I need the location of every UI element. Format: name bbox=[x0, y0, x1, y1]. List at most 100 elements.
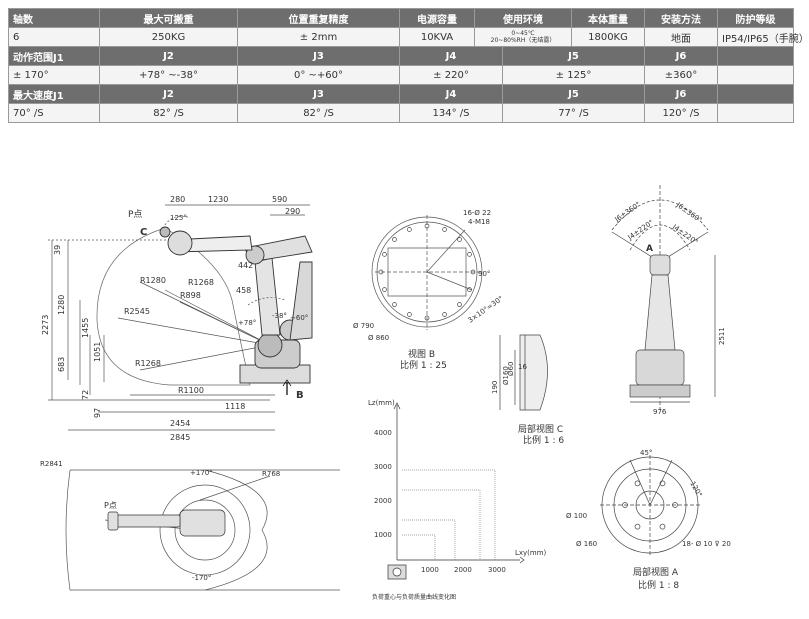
front-j4-right: J4±220° bbox=[670, 223, 699, 247]
top-plus-170: +170° bbox=[190, 469, 213, 477]
viewb-holes-m18: 4-M18 bbox=[468, 218, 490, 226]
header-weight: 本体重量 bbox=[571, 8, 645, 28]
viewc-d60: Ø60 bbox=[507, 362, 515, 376]
speed-j3: 82° /S bbox=[237, 103, 400, 123]
dim-683: 683 bbox=[57, 357, 66, 372]
viewb-scale: 比例 1 : 25 bbox=[400, 359, 447, 371]
spec-value-row: 6 250KG ± 2mm 10KVA 0~45℃ 20~80%RH（无结露） … bbox=[8, 27, 809, 47]
viewc-scale: 比例 1 : 6 bbox=[523, 434, 564, 446]
viewa-scale: 比例 1 : 8 bbox=[638, 579, 679, 591]
top-r2841: R2841 bbox=[40, 460, 63, 468]
bolt-hole bbox=[392, 237, 397, 242]
load-chart-ytick-1000: 1000 bbox=[374, 531, 392, 539]
bolt-hole bbox=[457, 302, 462, 307]
load-chart-ytick-3000: 3000 bbox=[374, 463, 392, 471]
view-b-drawing bbox=[371, 215, 483, 330]
value-environment: 0~45℃ 20~80%RH（无结露） bbox=[474, 27, 572, 47]
value-repeatability: ± 2mm bbox=[237, 27, 400, 47]
side-view bbox=[48, 204, 313, 431]
viewa-d100: Ø 100 bbox=[566, 512, 587, 520]
dim-590: 590 bbox=[272, 195, 287, 204]
motion-j3: 0° ~+60° bbox=[237, 65, 400, 85]
motion-label: 动作范围J1 bbox=[8, 46, 100, 66]
front-j4-left: J4±220° bbox=[626, 218, 655, 242]
spec-table: 轴数 最大可搬重 位置重复精度 电源容量 使用环境 本体重量 安装方法 防护等级… bbox=[8, 8, 809, 123]
dim-72: 72 bbox=[81, 390, 90, 400]
viewc-d160: Ø160 bbox=[502, 366, 510, 385]
r898-label: R898 bbox=[180, 291, 201, 300]
viewa-d160: Ø 160 bbox=[576, 540, 597, 548]
speed-header-row: 最大速度J1 J2 J3 J4 J5 J6 bbox=[8, 84, 794, 104]
dim-1280: 1280 bbox=[57, 295, 66, 315]
bolt-hole bbox=[442, 312, 447, 317]
dim-1051: 1051 bbox=[93, 342, 102, 362]
front-view bbox=[611, 185, 716, 410]
load-chart-xlabel: Lxy(mm) bbox=[515, 549, 547, 557]
bolt-hole bbox=[378, 269, 384, 275]
dim-2273: 2273 bbox=[41, 315, 50, 335]
r2545-label: R2545 bbox=[124, 307, 150, 316]
motion-head-j6: J6 bbox=[644, 46, 718, 66]
top-r768: R768 bbox=[262, 470, 280, 478]
bolt-hole bbox=[659, 480, 666, 487]
env-temp: 0~45℃ bbox=[511, 30, 535, 37]
speed-head-j5: J5 bbox=[502, 84, 645, 104]
r1100-label: R1100 bbox=[178, 386, 204, 395]
header-mounting: 安装方法 bbox=[644, 8, 718, 28]
bolt-hole bbox=[634, 480, 641, 487]
angle-38: -38° bbox=[272, 312, 287, 320]
load-chart-xtick-2000: 2000 bbox=[454, 566, 472, 574]
front-dim-2511: 2511 bbox=[718, 327, 726, 345]
bolt-hole bbox=[382, 252, 387, 257]
drawing-canvas: P点 C B 280 1230 590 290 125° 442 458 R12… bbox=[40, 185, 731, 601]
r1268a-label: R1268 bbox=[188, 278, 214, 287]
motion-j1: ± 170° bbox=[8, 65, 100, 85]
bolt-hole bbox=[634, 523, 641, 530]
load-chart bbox=[387, 402, 525, 580]
dim-290: 290 bbox=[285, 207, 300, 216]
header-axes: 轴数 bbox=[8, 8, 100, 28]
load-chart-ylabel: Lz(mm) bbox=[368, 399, 395, 407]
angle-78: +78° bbox=[238, 319, 256, 327]
c-arrow-label: C bbox=[140, 227, 147, 238]
viewb-d790: Ø 790 bbox=[353, 322, 374, 330]
value-axes: 6 bbox=[8, 27, 100, 47]
env-humidity: 20~80%RH（无结露） bbox=[490, 37, 556, 44]
speed-head-j3: J3 bbox=[237, 84, 400, 104]
load-chart-ytick-4000: 4000 bbox=[374, 429, 392, 437]
motion-header-row: 动作范围J1 J2 J3 J4 J5 J6 bbox=[8, 46, 794, 66]
speed-j5: 77° /S bbox=[502, 103, 645, 123]
speed-head-j4: J4 bbox=[399, 84, 503, 104]
load-chart-ytick-2000: 2000 bbox=[374, 497, 392, 505]
speed-head-j2: J2 bbox=[99, 84, 238, 104]
side-robot bbox=[159, 226, 313, 384]
bolt-hole bbox=[467, 252, 472, 257]
speed-j4: 134° /S bbox=[399, 103, 503, 123]
value-weight: 1800KG bbox=[571, 27, 645, 47]
angle-125: 125° bbox=[170, 214, 187, 222]
dim-97: 97 bbox=[93, 408, 102, 418]
bolt-hole bbox=[659, 523, 666, 530]
speed-j2: 82° /S bbox=[99, 103, 238, 123]
p-point-label: P点 bbox=[128, 209, 142, 220]
value-protection: IP54/IP65（手腕） bbox=[717, 27, 809, 47]
speed-value-row: 70° /S 82° /S 82° /S 134° /S 77° /S 120°… bbox=[8, 103, 794, 123]
motion-head-j3: J3 bbox=[237, 46, 400, 66]
dim-1455: 1455 bbox=[81, 318, 90, 338]
motion-value-row: ± 170° +78° ~-38° 0° ~+60° ± 220° ± 125°… bbox=[8, 65, 794, 85]
bolt-hole bbox=[470, 269, 476, 275]
bolt-hole bbox=[457, 237, 462, 242]
bolt-hole bbox=[382, 287, 387, 292]
bolt-hole bbox=[442, 227, 447, 232]
dim-458: 458 bbox=[236, 286, 251, 295]
viewc-title: 局部视图 C bbox=[518, 423, 563, 435]
bolt-hole bbox=[467, 287, 472, 292]
viewa-holes: 18- Ø 10 ⊽ 20 bbox=[682, 540, 731, 548]
value-mounting: 地面 bbox=[644, 27, 718, 47]
load-chart-xtick-3000: 3000 bbox=[488, 566, 506, 574]
value-power: 10KVA bbox=[399, 27, 475, 47]
top-view bbox=[65, 469, 340, 591]
bolt-hole bbox=[622, 502, 628, 508]
viewc-d16: 16 bbox=[518, 363, 527, 371]
bolt-hole bbox=[392, 302, 397, 307]
